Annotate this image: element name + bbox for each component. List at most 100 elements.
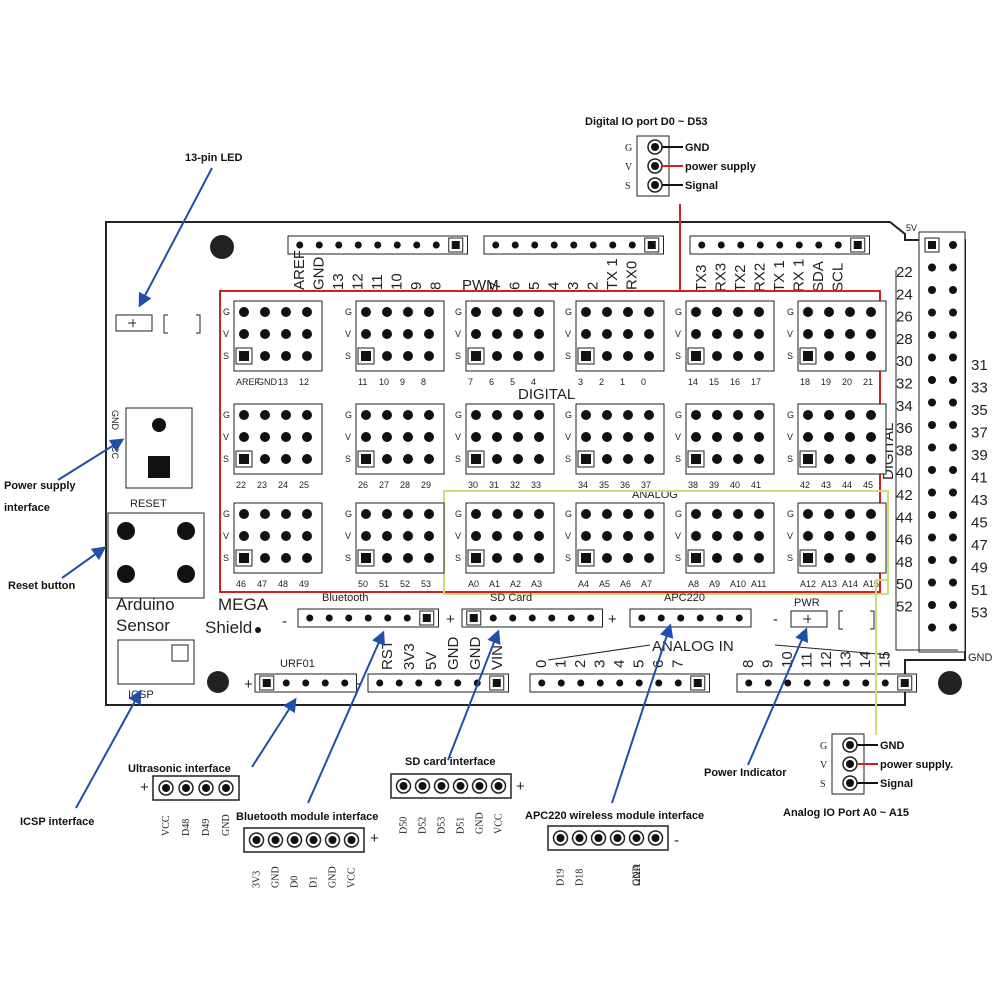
bluetooth-header-pin (364, 614, 372, 622)
gvs-pin (644, 329, 654, 339)
gvs-block-label: 31 (489, 480, 499, 490)
gvs-pin-letter: G (223, 509, 230, 519)
right-pin (928, 398, 936, 407)
apc-module-pin (647, 830, 664, 846)
gvs-pin (260, 351, 270, 361)
ultrasonic-module-pin-label: VCC (161, 815, 172, 836)
reset-button-pin (177, 565, 195, 583)
gvs-pin (581, 454, 591, 464)
bluetooth-module-pin (248, 832, 265, 848)
gvs-pin (845, 351, 855, 361)
ultrasonic-module-pin (178, 780, 194, 796)
apc-module-pin-label: D18 (575, 869, 586, 886)
gvs-pin (382, 329, 392, 339)
gvs-pin (824, 432, 834, 442)
gvs-pin (513, 410, 523, 420)
gvs-pin-letter: S (345, 553, 351, 563)
gvs-pin (471, 553, 481, 563)
gvs-pin (754, 531, 764, 541)
gvs-pin (691, 432, 701, 442)
gvs-pin (403, 329, 413, 339)
right-frame (895, 270, 958, 651)
gvs-block-label: 26 (358, 480, 368, 490)
gvs-pin (471, 531, 481, 541)
right-left-label: 46 (896, 532, 913, 549)
arrow-reset (61, 546, 107, 579)
sd-header-pin (489, 614, 497, 622)
gvs-block-label: 5 (510, 377, 515, 387)
urf-header-pin (302, 679, 310, 687)
gvs-pin (361, 553, 371, 563)
callout-apc: APC220 wireless module interface (525, 810, 704, 822)
gvs-pin-letter: V (565, 531, 571, 541)
analog-a-header-pin (674, 679, 682, 687)
analog-a-header-pin (538, 679, 546, 687)
right-top-label: 5V (906, 223, 917, 233)
sd-module-pin-label: GND (475, 812, 486, 834)
digital-legend-pin (651, 181, 659, 189)
apc-header-pin (696, 614, 704, 622)
gvs-pin-letter: V (675, 329, 681, 339)
gvs-pin (361, 432, 371, 442)
pwm-pin-label: 4 (546, 282, 563, 290)
gvs-block-label: 40 (730, 480, 740, 490)
comm-pin-label: SDA (810, 261, 827, 292)
gvs-pin (424, 410, 434, 420)
gvs-pin-letter: G (345, 509, 352, 519)
gvs-pin (866, 351, 876, 361)
right-pin (949, 308, 957, 317)
analog-a-label: 1 (553, 660, 570, 668)
gvs-pin (424, 329, 434, 339)
analog-b-label: 8 (740, 660, 757, 668)
gvs-pin (424, 432, 434, 442)
callout-reset: Reset button (8, 580, 76, 592)
gvs-block-label: 30 (468, 480, 478, 490)
gvs-pin (845, 410, 855, 420)
gvs-pin-letter: S (345, 454, 351, 464)
reset-button-pin (117, 565, 135, 583)
power-header-pin (376, 679, 384, 687)
gvs-pin (361, 410, 371, 420)
gvs-pin (382, 432, 392, 442)
bluetooth-module-pin-label: VCC (347, 867, 358, 888)
bluetooth-module-pin (324, 832, 341, 848)
urf-header-pin1 (259, 675, 275, 691)
arrow-apc (611, 623, 674, 804)
right-pin (949, 443, 957, 452)
gvs-pin-letter: G (345, 410, 352, 420)
reset-button-pin (117, 522, 135, 540)
brand-sensor: Sensor (116, 616, 170, 635)
gvs-pin (824, 410, 834, 420)
sd-module-pin-label: VCC (494, 813, 505, 834)
gvs-block-label: 36 (620, 480, 630, 490)
apc-module-pin-label: GND (632, 864, 643, 886)
analog-a-header-pin1 (690, 675, 706, 691)
gvs-pin (824, 531, 834, 541)
aref-label: AREF (291, 250, 308, 290)
gvs-pin (281, 531, 291, 541)
gvs-pin (602, 509, 612, 519)
bluetooth-module-pin (305, 832, 322, 848)
gvs-pin (534, 432, 544, 442)
gvs-pin-letter: V (223, 432, 229, 442)
gvs-pin (361, 531, 371, 541)
gvs-pin (471, 454, 481, 464)
arrow-ultrasonic (251, 697, 297, 768)
aref-label: 11 (369, 274, 386, 290)
right-pin1 (924, 237, 940, 253)
gvs-pin (602, 351, 612, 361)
gvs-pin (513, 307, 523, 317)
gvs-pin (623, 454, 633, 464)
gvs-block-label: A15 (863, 579, 879, 589)
analog-legend-pin (846, 779, 854, 787)
gvs-pin (239, 509, 249, 519)
gvs-block-label: 47 (257, 579, 267, 589)
ultrasonic-module-pin (182, 784, 190, 792)
gvs-pin (712, 307, 722, 317)
gvs-pin (623, 531, 633, 541)
right-pin (928, 556, 936, 564)
analog-b-header-pin (803, 679, 811, 687)
gvs-pin (534, 307, 544, 317)
